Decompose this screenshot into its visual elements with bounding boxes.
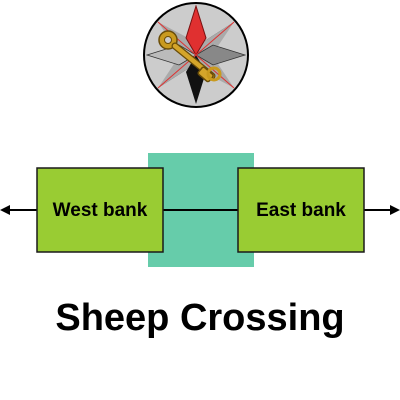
key-icon: [158, 30, 222, 83]
east-bank-label: East bank: [256, 200, 346, 221]
west-bank-node: West bank: [36, 167, 164, 253]
east-bank-node: East bank: [237, 167, 365, 253]
west-bank-label: West bank: [53, 200, 148, 221]
east-bank-box: [237, 167, 365, 253]
logo-accent-line: [157, 54, 235, 89]
west-bank-box: [36, 167, 164, 253]
diagram-title: Sheep Crossing: [55, 297, 344, 339]
key-bow-hole: [164, 36, 172, 44]
key-ring: [206, 66, 222, 82]
compass-star-key-icon: [143, 2, 249, 108]
